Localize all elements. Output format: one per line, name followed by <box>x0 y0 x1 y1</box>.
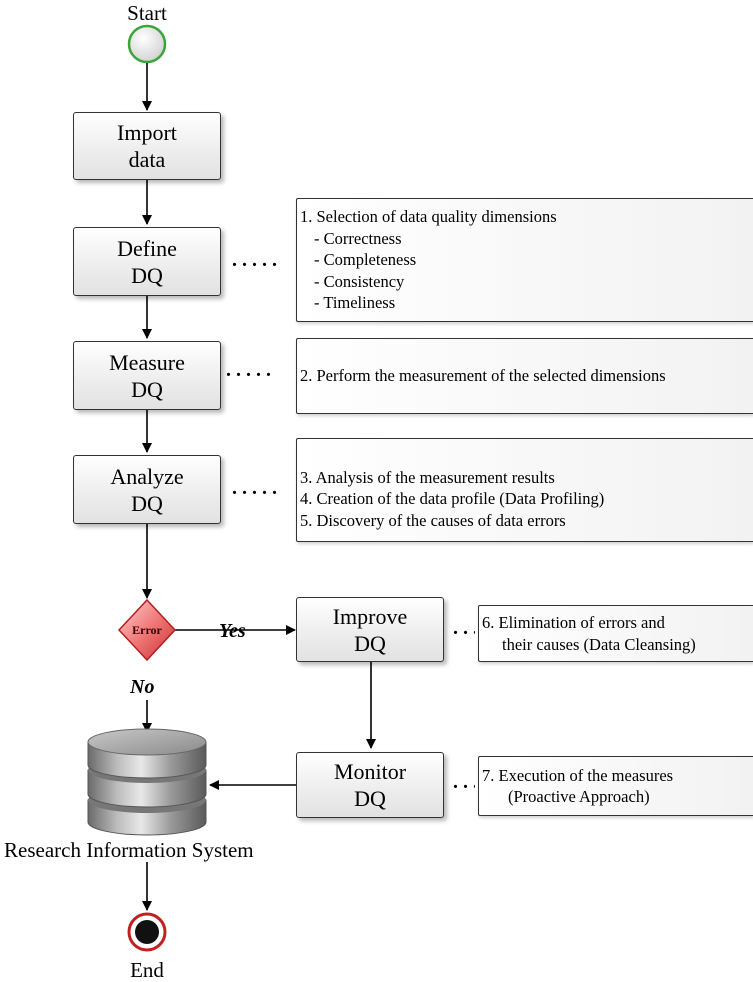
note-improve-line: 6. Elimination of errors and <box>482 613 665 632</box>
note-monitor-line: 7. Execution of the measures <box>482 765 674 785</box>
end-node <box>127 912 167 952</box>
step-monitor-dq: Monitor DQ <box>296 752 444 818</box>
connector-analyze: ..... <box>232 477 282 499</box>
note-improve-line: their causes (Data Cleansing) <box>502 634 696 654</box>
connector-monitor: ..... <box>453 772 475 792</box>
step-improve-dq: Improve DQ <box>296 597 444 662</box>
note-define-line: 1. Selection of data quality dimensions <box>300 207 557 227</box>
step-monitor-line-2: DQ <box>354 786 386 811</box>
step-import-data: Import data <box>73 112 221 180</box>
step-define-line-1: Define <box>117 235 177 261</box>
end-label: End <box>130 958 164 982</box>
note-measure-line: 2. Perform the measurement of the select… <box>300 366 666 386</box>
error-decision-label: Error <box>132 623 162 637</box>
connector-define: ..... <box>232 249 282 271</box>
step-define-line-2: DQ <box>131 262 163 288</box>
note-define-line: - Timeliness <box>314 293 396 313</box>
error-decision-diamond <box>117 598 177 662</box>
step-measure-line-2: DQ <box>131 376 163 402</box>
note-monitor: 7. Execution of the measures (Proactive … <box>478 756 753 816</box>
step-measure-dq: Measure DQ <box>73 341 221 410</box>
start-label: Start <box>127 1 167 25</box>
step-improve-line-1: Improve <box>332 603 408 629</box>
note-define-line: - Completeness <box>314 250 417 270</box>
note-analyze: 3. Analysis of the measurement results 4… <box>296 438 753 542</box>
step-analyze-dq: Analyze DQ <box>73 455 221 524</box>
step-analyze-line-1: Analyze <box>110 463 184 489</box>
system-label: Research Information System <box>4 838 254 862</box>
start-node <box>127 24 167 64</box>
step-analyze-line-2: DQ <box>131 490 163 516</box>
database-icon <box>87 728 207 836</box>
note-measure: 2. Perform the measurement of the select… <box>296 338 753 414</box>
step-monitor-line-1: Monitor <box>333 759 407 784</box>
note-define: 1. Selection of data quality dimensions … <box>296 198 753 322</box>
note-improve: 6. Elimination of errors and their cause… <box>478 605 753 662</box>
note-monitor-line: (Proactive Approach) <box>508 787 650 806</box>
note-analyze-line: 4. Creation of the data profile (Data Pr… <box>300 489 605 509</box>
note-analyze-line: 3. Analysis of the measurement results <box>300 467 555 487</box>
no-label: No <box>130 676 155 698</box>
note-define-line: - Correctness <box>314 228 402 248</box>
step-define-dq: Define DQ <box>73 227 221 296</box>
step-improve-line-2: DQ <box>354 630 386 656</box>
note-analyze-line: 5. Discovery of the causes of data error… <box>300 510 566 530</box>
step-measure-line-1: Measure <box>109 349 185 375</box>
flow-arrows <box>142 63 376 911</box>
connector-improve: ..... <box>453 618 475 638</box>
yes-label: Yes <box>219 620 246 642</box>
connector-measure: ..... <box>226 359 276 381</box>
step-import-line-2: data <box>128 147 166 172</box>
step-import-line-1: Import <box>117 120 177 145</box>
note-define-line: - Consistency <box>314 271 405 291</box>
